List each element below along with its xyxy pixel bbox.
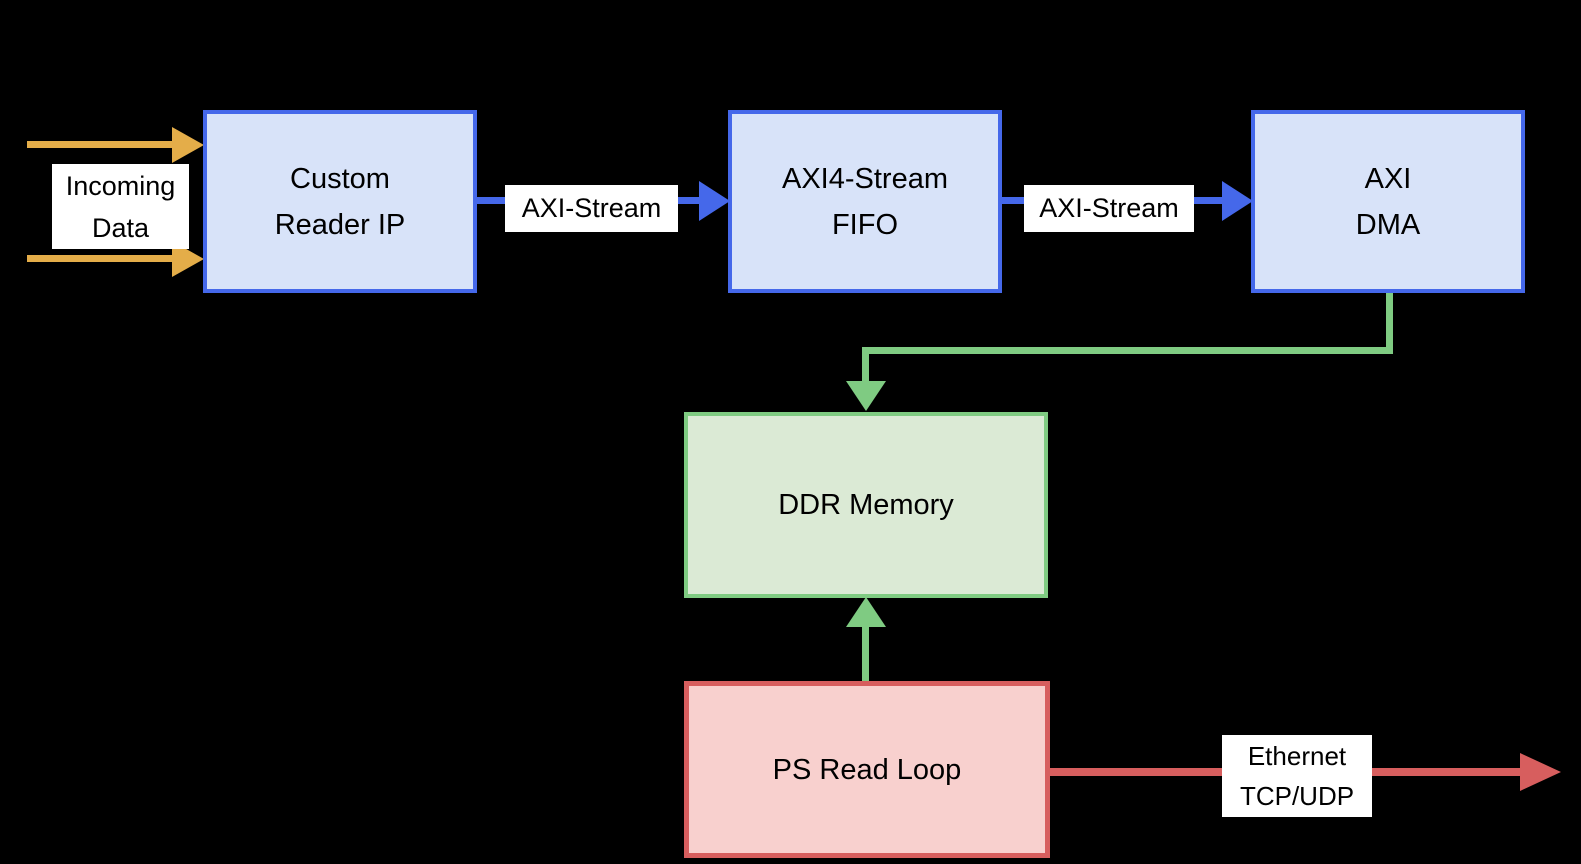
ddr-memory-node: DDR Memory bbox=[684, 412, 1048, 598]
axi-stream-arrow-1-head-icon bbox=[699, 181, 730, 221]
dma-to-ddr-connector-vertical2 bbox=[862, 354, 869, 382]
ethernet-arrow-head-icon bbox=[1520, 753, 1561, 791]
incoming-data-arrow-top-shaft bbox=[27, 141, 174, 148]
axi4-stream-fifo-node: AXI4-Stream FIFO bbox=[728, 110, 1002, 293]
axi-stream-label-2: AXI-Stream bbox=[1024, 185, 1194, 232]
ps-read-loop-node: PS Read Loop bbox=[684, 681, 1050, 858]
dma-to-ddr-connector-horizontal bbox=[862, 347, 1393, 354]
axi-stream-label-1: AXI-Stream bbox=[505, 185, 678, 232]
ps-to-ddr-arrow-shaft bbox=[862, 627, 869, 681]
axi-stream-arrow-2-head-icon bbox=[1222, 181, 1253, 221]
incoming-data-arrow-bottom-shaft bbox=[27, 255, 174, 262]
incoming-data-label: Incoming Data bbox=[52, 164, 189, 249]
incoming-data-arrow-top-head-icon bbox=[172, 127, 204, 163]
dma-to-ddr-connector-vertical1 bbox=[1386, 292, 1393, 354]
dma-to-ddr-arrow-head-icon bbox=[846, 381, 886, 411]
ethernet-label: Ethernet TCP/UDP bbox=[1222, 735, 1372, 817]
custom-reader-ip-node: Custom Reader IP bbox=[203, 110, 477, 293]
axi-dma-node: AXI DMA bbox=[1251, 110, 1525, 293]
ps-to-ddr-arrow-head-icon bbox=[846, 597, 886, 627]
